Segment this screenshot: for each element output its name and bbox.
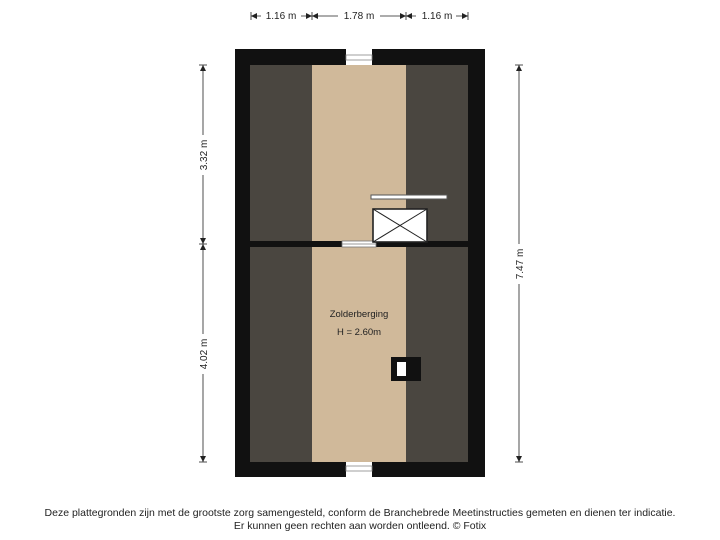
dim-top-middle: 1.78 m [344,11,375,22]
chimney-flue-inner [406,362,415,376]
top-dimension-arrows [251,13,468,19]
window-top-frame [345,54,373,61]
dim-right: 7.47 m [515,249,526,280]
room-height: H = 2.60m [337,327,381,338]
disclaimer-line-1: Deze plattegronden zijn met de grootste … [44,507,676,519]
right-dimension-arrows [516,65,522,462]
dim-top-right: 1.16 m [422,11,453,22]
stair-hatch-cross-2 [372,208,428,243]
left-dimension [199,64,207,463]
low-ceiling-right-bottom [406,247,468,462]
dim-left-top: 3.32 m [199,140,210,171]
low-ceiling-left-bottom [250,247,312,462]
dim-top-left: 1.16 m [266,11,297,22]
dim-left-bottom: 4.02 m [199,339,210,370]
low-ceiling-left-top [250,65,312,241]
floor-area-bottom [312,247,406,462]
room-name: Zolderberging [330,309,389,320]
window-bottom-frame [345,465,373,472]
stair-rail [370,194,448,200]
left-dimension-arrows [200,65,206,462]
disclaimer-line-2: Er kunnen geen rechten aan worden ontlee… [233,520,487,532]
